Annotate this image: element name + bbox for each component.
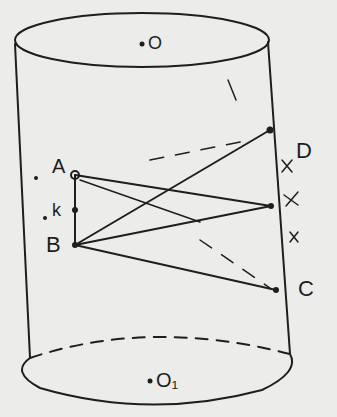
center-dot xyxy=(140,42,145,47)
segment-a-inner xyxy=(80,180,200,222)
point-e xyxy=(268,203,274,209)
segment-b-c xyxy=(75,245,276,290)
stray-dot xyxy=(43,216,47,220)
segment-b-d xyxy=(75,130,270,245)
scribble xyxy=(282,160,298,242)
point-label: O₁ xyxy=(156,370,178,390)
center-dot xyxy=(148,379,153,384)
stray-dot xyxy=(34,176,38,180)
left-side xyxy=(15,44,30,358)
point-k xyxy=(72,207,78,213)
point-label: D xyxy=(296,140,312,162)
point-label: B xyxy=(46,234,61,256)
bottom-back xyxy=(30,337,290,358)
dashed-line xyxy=(200,240,270,288)
segment-a-e xyxy=(75,175,271,206)
point-a xyxy=(71,171,79,179)
right-side xyxy=(268,42,290,354)
point-label: k xyxy=(52,201,61,219)
point-c xyxy=(273,287,279,293)
point-label: O xyxy=(148,34,162,52)
top-ellipse xyxy=(15,13,269,67)
point-b xyxy=(72,242,78,248)
point-d xyxy=(267,127,274,134)
bottom-front xyxy=(22,354,292,405)
dashed-line xyxy=(150,140,250,160)
tick-mark xyxy=(228,80,236,100)
point-label: A xyxy=(52,156,65,176)
point-label: C xyxy=(298,278,314,300)
